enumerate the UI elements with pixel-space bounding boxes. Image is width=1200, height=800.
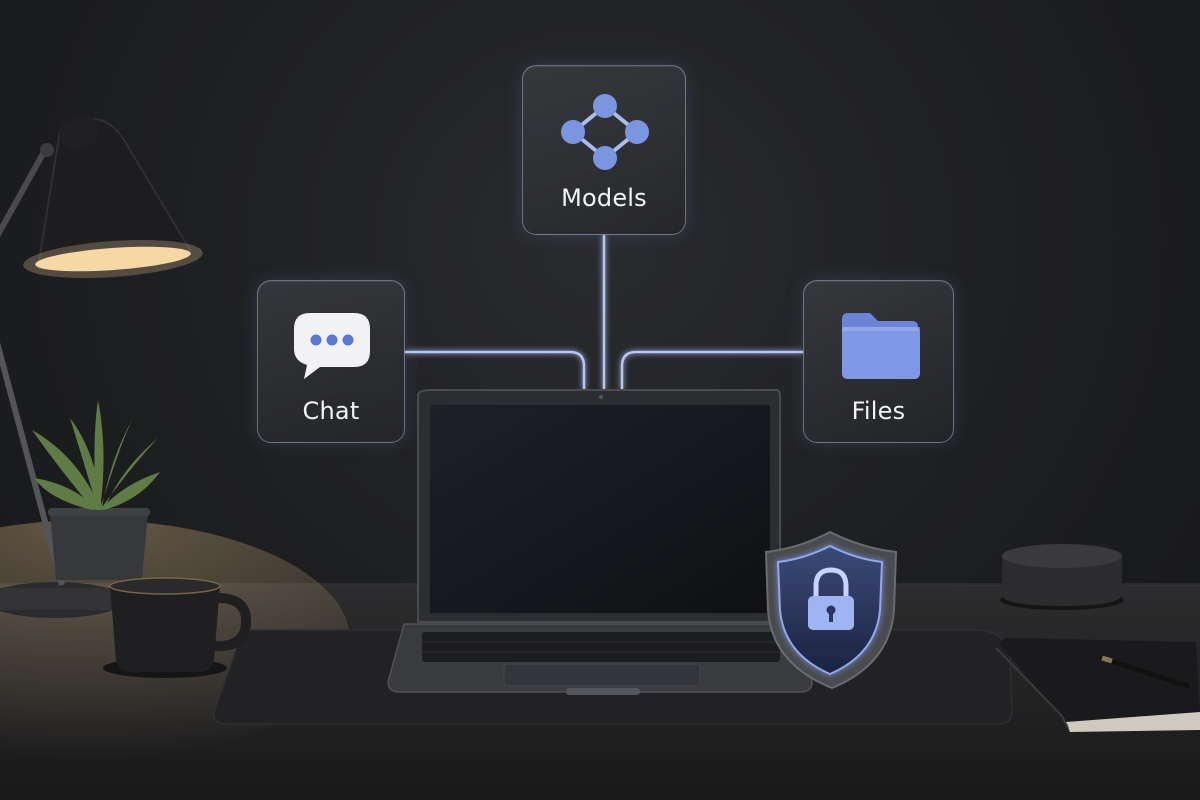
notebook-icon xyxy=(995,638,1200,732)
security-shield-icon xyxy=(764,530,898,690)
files-label: Files xyxy=(851,397,906,425)
laptop-icon xyxy=(387,389,813,695)
desk-lamp-icon xyxy=(0,114,203,618)
plant-icon xyxy=(32,400,160,580)
chat-label: Chat xyxy=(302,397,360,425)
pen-icon xyxy=(1099,655,1191,689)
models-label: Models xyxy=(561,184,647,212)
folder-icon xyxy=(842,313,920,379)
chat-bubble-icon xyxy=(294,313,370,379)
files-tile[interactable]: Files xyxy=(803,280,954,443)
speaker-puck-icon xyxy=(1000,544,1124,610)
chat-tile[interactable]: Chat xyxy=(257,280,405,443)
network-nodes-icon xyxy=(561,94,649,170)
models-tile[interactable]: Models xyxy=(522,65,686,235)
connector-lines xyxy=(405,235,803,390)
lock-icon xyxy=(808,567,854,630)
coffee-mug-icon xyxy=(103,577,252,678)
